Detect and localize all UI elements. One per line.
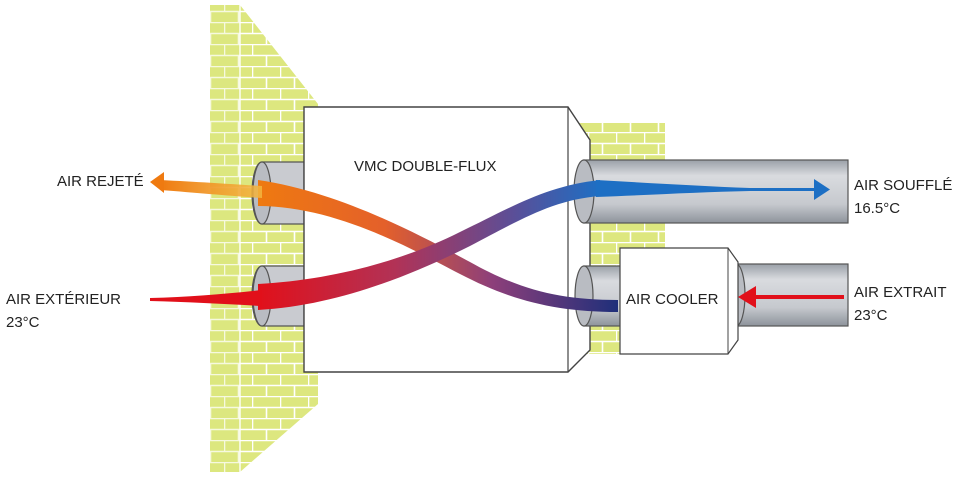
- extract-air-label: AIR EXTRAIT: [854, 284, 947, 301]
- flow-extract-stream: [738, 286, 844, 308]
- rejected-air-label: AIR REJETÉ: [57, 173, 144, 190]
- extract-air-temp: 23°C: [854, 307, 888, 324]
- extract-duct-stub: [574, 265, 625, 327]
- extract-air-label-group: AIR EXTRAIT 23°C: [854, 283, 947, 325]
- air-cooler-label: AIR COOLER: [626, 291, 719, 308]
- flow-outdoor-stream: [150, 180, 600, 310]
- air-cooler-box: [619, 247, 739, 355]
- supply-air-label-group: AIR SOUFFLÉ 16.5°C: [854, 176, 952, 218]
- supply-air-temp: 16.5°C: [854, 200, 901, 217]
- outdoor-air-label-group: AIR EXTÉRIEUR 23°C: [6, 290, 121, 332]
- outdoor-air-label: AIR EXTÉRIEUR: [6, 291, 122, 308]
- vmc-unit-label: VMC DOUBLE-FLUX: [354, 158, 497, 175]
- outdoor-air-temp: 23°C: [6, 314, 40, 331]
- supply-air-label: AIR SOUFFLÉ: [854, 177, 953, 194]
- left-wall: [210, 5, 318, 472]
- flow-supply-stream: [596, 179, 830, 200]
